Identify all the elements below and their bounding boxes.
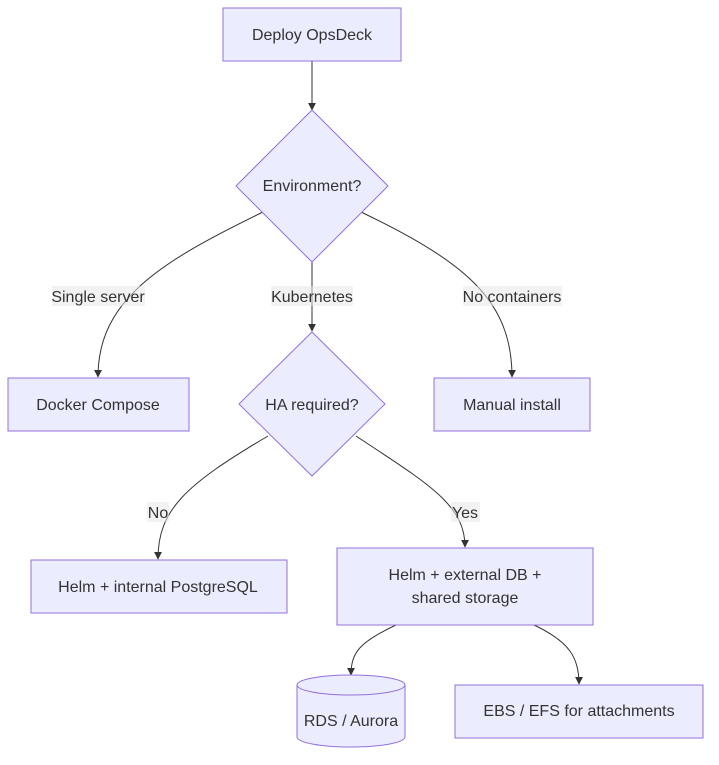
node-helm-external-db: Helm + external DB + shared storage <box>336 547 594 626</box>
edge-label-kubernetes: Kubernetes <box>271 286 353 306</box>
node-deploy-opsdeck: Deploy OpsDeck <box>222 7 402 62</box>
svg-text:Kubernetes: Kubernetes <box>271 289 353 306</box>
svg-text:HA required?: HA required? <box>265 397 358 414</box>
node-ha-required-decision: HA required? <box>238 331 386 477</box>
svg-text:Deploy OpsDeck: Deploy OpsDeck <box>252 27 373 44</box>
edge-helm-external-to-ebs <box>533 624 583 685</box>
svg-text:EBS / EFS for attachments: EBS / EFS for attachments <box>483 703 674 720</box>
edge-helm-external-to-rds <box>347 624 397 676</box>
svg-text:Docker Compose: Docker Compose <box>36 397 160 414</box>
node-environment-decision: Environment? <box>235 109 389 263</box>
svg-text:No containers: No containers <box>463 289 562 306</box>
svg-text:Helm + external DB +: Helm + external DB + <box>389 567 542 584</box>
node-docker-compose: Docker Compose <box>7 377 190 432</box>
svg-text:Manual install: Manual install <box>463 397 561 414</box>
svg-text:Single server: Single server <box>51 289 145 306</box>
svg-text:Yes: Yes <box>452 505 478 522</box>
edge-label-no: No <box>147 502 169 522</box>
svg-text:RDS / Aurora: RDS / Aurora <box>304 713 398 730</box>
edge-label-yes: Yes <box>451 502 480 522</box>
node-ebs-efs-attachments: EBS / EFS for attachments <box>454 684 704 739</box>
node-rds-aurora-database: RDS / Aurora <box>296 674 406 748</box>
svg-text:Helm + internal PostgreSQL: Helm + internal PostgreSQL <box>58 579 258 596</box>
edge-label-single-server: Single server <box>51 286 145 306</box>
svg-text:No: No <box>148 505 169 522</box>
svg-text:Environment?: Environment? <box>263 178 362 195</box>
node-helm-internal-postgresql: Helm + internal PostgreSQL <box>30 559 288 614</box>
node-manual-install: Manual install <box>433 377 591 432</box>
edge-label-no-containers: No containers <box>463 286 562 306</box>
edge-ha-to-helm-internal <box>154 435 269 560</box>
edge-environment-to-docker-compose <box>94 211 264 378</box>
edge-environment-to-manual-install <box>360 211 516 378</box>
svg-text:shared storage: shared storage <box>412 590 519 607</box>
edge-ha-to-helm-external <box>355 435 469 548</box>
